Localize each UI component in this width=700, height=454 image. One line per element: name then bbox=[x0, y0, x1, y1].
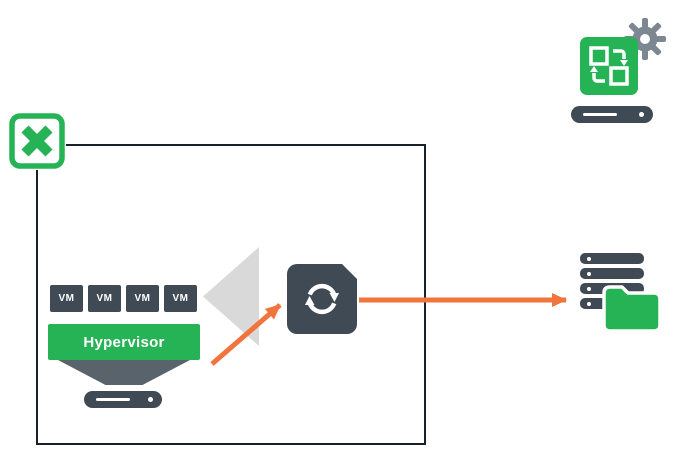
disk-stack-icon bbox=[580, 268, 644, 279]
folder-icon bbox=[599, 279, 663, 335]
vm-tile: VM bbox=[50, 285, 83, 312]
server-led-dot bbox=[148, 397, 153, 402]
vm-file-icon bbox=[8, 112, 66, 170]
hypervisor-bar: Hypervisor bbox=[48, 324, 200, 360]
server-led-dot bbox=[639, 112, 644, 117]
server-slot-line bbox=[96, 398, 130, 401]
vm-tile: VM bbox=[88, 285, 121, 312]
disk-stack-icon bbox=[580, 253, 644, 264]
replication-appliance-icon bbox=[580, 37, 638, 95]
source-environment-box bbox=[36, 144, 426, 445]
sync-arrows-icon bbox=[305, 283, 339, 315]
vm-tile: VM bbox=[126, 285, 159, 312]
server-icon bbox=[571, 106, 653, 123]
vm-tile: VM bbox=[164, 285, 197, 312]
sync-box bbox=[287, 263, 358, 334]
server-icon bbox=[84, 391, 162, 408]
gear-icon bbox=[622, 16, 668, 62]
server-slot-line bbox=[583, 113, 617, 116]
